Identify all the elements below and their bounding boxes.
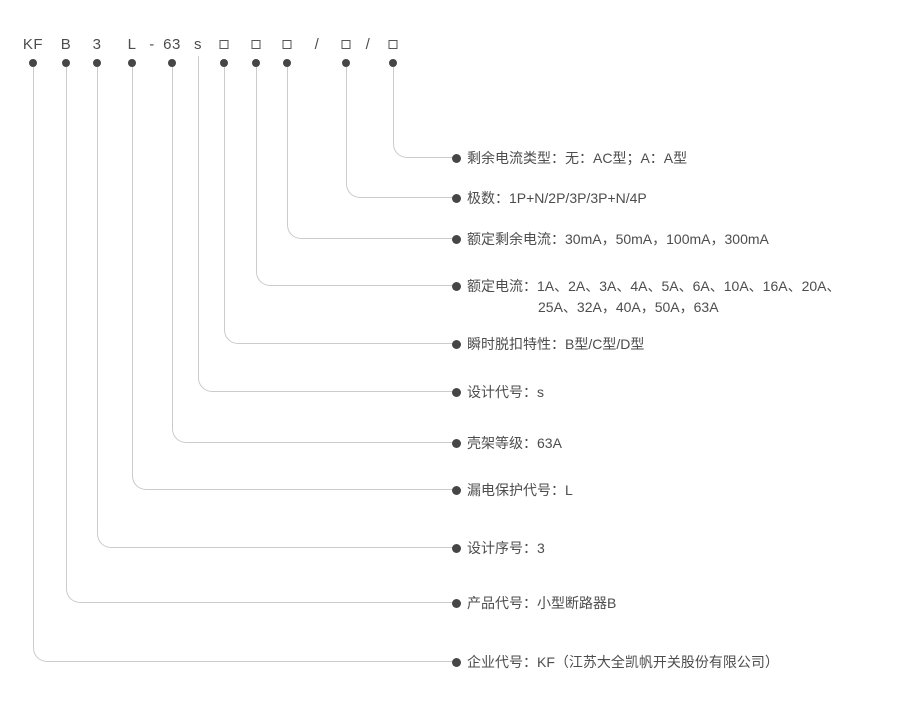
connector-line-rated-residual-current [287,67,452,239]
connector-line-frame-level [172,67,452,443]
connector-line-residual-current-type [393,67,452,158]
code-anchor-dot [168,59,176,67]
connector-line-design-serial-number [97,67,452,548]
code-part--: - [149,36,155,53]
annotation-design-code: 设计代号：s [467,382,544,403]
annotation-bullet [452,486,461,495]
annotation-bullet [452,388,461,397]
annotation-text-line: 设计序号：3 [467,540,545,556]
connector-line-instantaneous-trip-type [224,67,452,344]
code-part-l: L [127,36,137,53]
annotation-rated-current: 额定电流：1A、2A、3A、4A、5A、6A、10A、16A、20A、 25A、3… [467,276,840,318]
placeholder-square-icon [219,40,229,49]
annotation-bullet [452,235,461,244]
annotation-residual-current-type: 剩余电流类型：无：AC型；A：A型 [467,148,687,169]
code-anchor-dot [342,59,350,67]
placeholder-square [251,37,261,49]
connector-line-poles [346,67,452,198]
placeholder-square-icon [388,40,398,49]
code-part-b: B [60,36,72,53]
placeholder-square-icon [251,40,261,49]
annotation-design-serial-number: 设计序号：3 [467,538,545,559]
annotation-bullet [452,154,461,163]
annotation-text-line: 企业代号：KF（江苏大全凯帆开关股份有限公司） [467,654,779,670]
placeholder-square [388,37,398,49]
annotation-bullet [452,658,461,667]
annotation-instantaneous-trip-type: 瞬时脱扣特性：B型/C型/D型 [467,334,644,355]
placeholder-square [282,37,292,49]
code-anchor-dot [283,59,291,67]
annotation-text-line: 额定电流：1A、2A、3A、4A、5A、6A、10A、16A、20A、 [467,278,841,294]
annotation-leakage-protection-code: 漏电保护代号：L [467,480,573,501]
annotation-text-line: 漏电保护代号：L [467,482,573,498]
connector-line-enterprise-code [33,67,452,662]
placeholder-square [219,37,229,49]
annotation-text-line: 剩余电流类型：无：AC型；A：A型 [467,150,688,166]
code-anchor-dot [93,59,101,67]
annotation-text-line: 25A、32A，40A，50A，63A [538,299,719,315]
annotation-text-line: 设计代号：s [467,384,544,400]
code-anchor-dot [220,59,228,67]
code-part-s: s [194,36,202,53]
code-anchor-dot [128,59,136,67]
annotation-bullet [452,194,461,203]
annotation-poles: 极数：1P+N/2P/3P/3P+N/4P [467,188,647,209]
code-part-/: / [314,36,320,53]
code-part-63: 63 [163,36,181,53]
placeholder-square-icon [341,40,351,49]
annotation-frame-level: 壳架等级：63A [467,433,562,454]
connector-line-leakage-protection-code [132,67,452,490]
code-anchor-dot [62,59,70,67]
annotation-bullet [452,340,461,349]
code-part-kf: KF [22,36,44,53]
annotation-bullet [452,439,461,448]
annotation-text-line: 极数：1P+N/2P/3P/3P+N/4P [467,190,647,206]
annotation-bullet [452,599,461,608]
connector-line-rated-current [256,67,452,286]
code-part-3: 3 [92,36,102,53]
code-anchor-dot [29,59,37,67]
code-part-/: / [365,36,371,53]
connector-line-design-code [198,56,452,392]
placeholder-square-icon [282,40,292,49]
annotation-text-line: 额定剩余电流：30mA，50mA，100mA，300mA [467,231,769,247]
placeholder-square [341,37,351,49]
annotation-text-line: 瞬时脱扣特性：B型/C型/D型 [467,336,645,352]
connector-line-product-code [66,67,452,603]
annotation-bullet [452,544,461,553]
annotation-rated-residual-current: 额定剩余电流：30mA，50mA，100mA，300mA [467,229,769,250]
code-anchor-dot [389,59,397,67]
code-anchor-dot [252,59,260,67]
annotation-bullet [452,282,461,291]
annotation-product-code: 产品代号：小型断路器B [467,593,616,614]
annotation-text-line: 壳架等级：63A [467,435,562,451]
annotation-text-line: 产品代号：小型断路器B [467,595,617,611]
annotation-enterprise-code: 企业代号：KF（江苏大全凯帆开关股份有限公司） [467,652,779,673]
